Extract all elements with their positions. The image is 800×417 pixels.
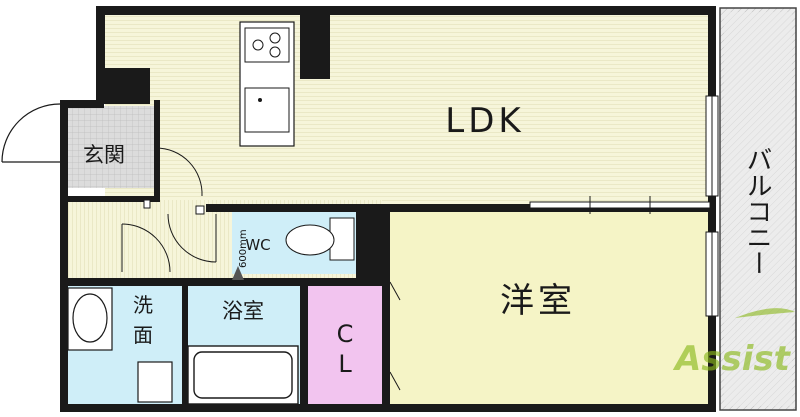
bathtub <box>187 345 299 405</box>
assist-watermark-text: Assist <box>672 339 792 379</box>
wash-basin <box>67 287 173 403</box>
senmen-label-1: 洗 <box>133 293 153 317</box>
yokushitsu-label: 浴室 <box>222 299 264 323</box>
balcony-label: バルコニー <box>742 146 772 276</box>
kitchen-counter <box>239 21 295 147</box>
senmen-label-2: 面 <box>133 323 153 347</box>
walls <box>60 6 716 412</box>
interior-doors <box>121 147 401 391</box>
wc-label: WC <box>245 236 270 254</box>
windows <box>529 95 719 317</box>
door-width-arrow <box>232 266 244 280</box>
yoshitsu-label: 洋室 <box>500 281 576 321</box>
toilet-fixture <box>285 217 355 261</box>
closet-label-c: C <box>337 320 354 348</box>
closet-label-l: L <box>338 350 352 378</box>
genkan-label: 玄関 <box>83 143 125 167</box>
entry-door <box>1 103 61 163</box>
door-width-label: 600mm <box>238 229 249 268</box>
assist-watermark: Assist <box>672 308 795 379</box>
ldk-label: LDK <box>445 101 524 141</box>
genkan-floor <box>66 106 154 188</box>
ldk-floor <box>105 14 710 204</box>
closet-floor <box>308 284 382 408</box>
yoshitsu-floor <box>388 210 710 408</box>
